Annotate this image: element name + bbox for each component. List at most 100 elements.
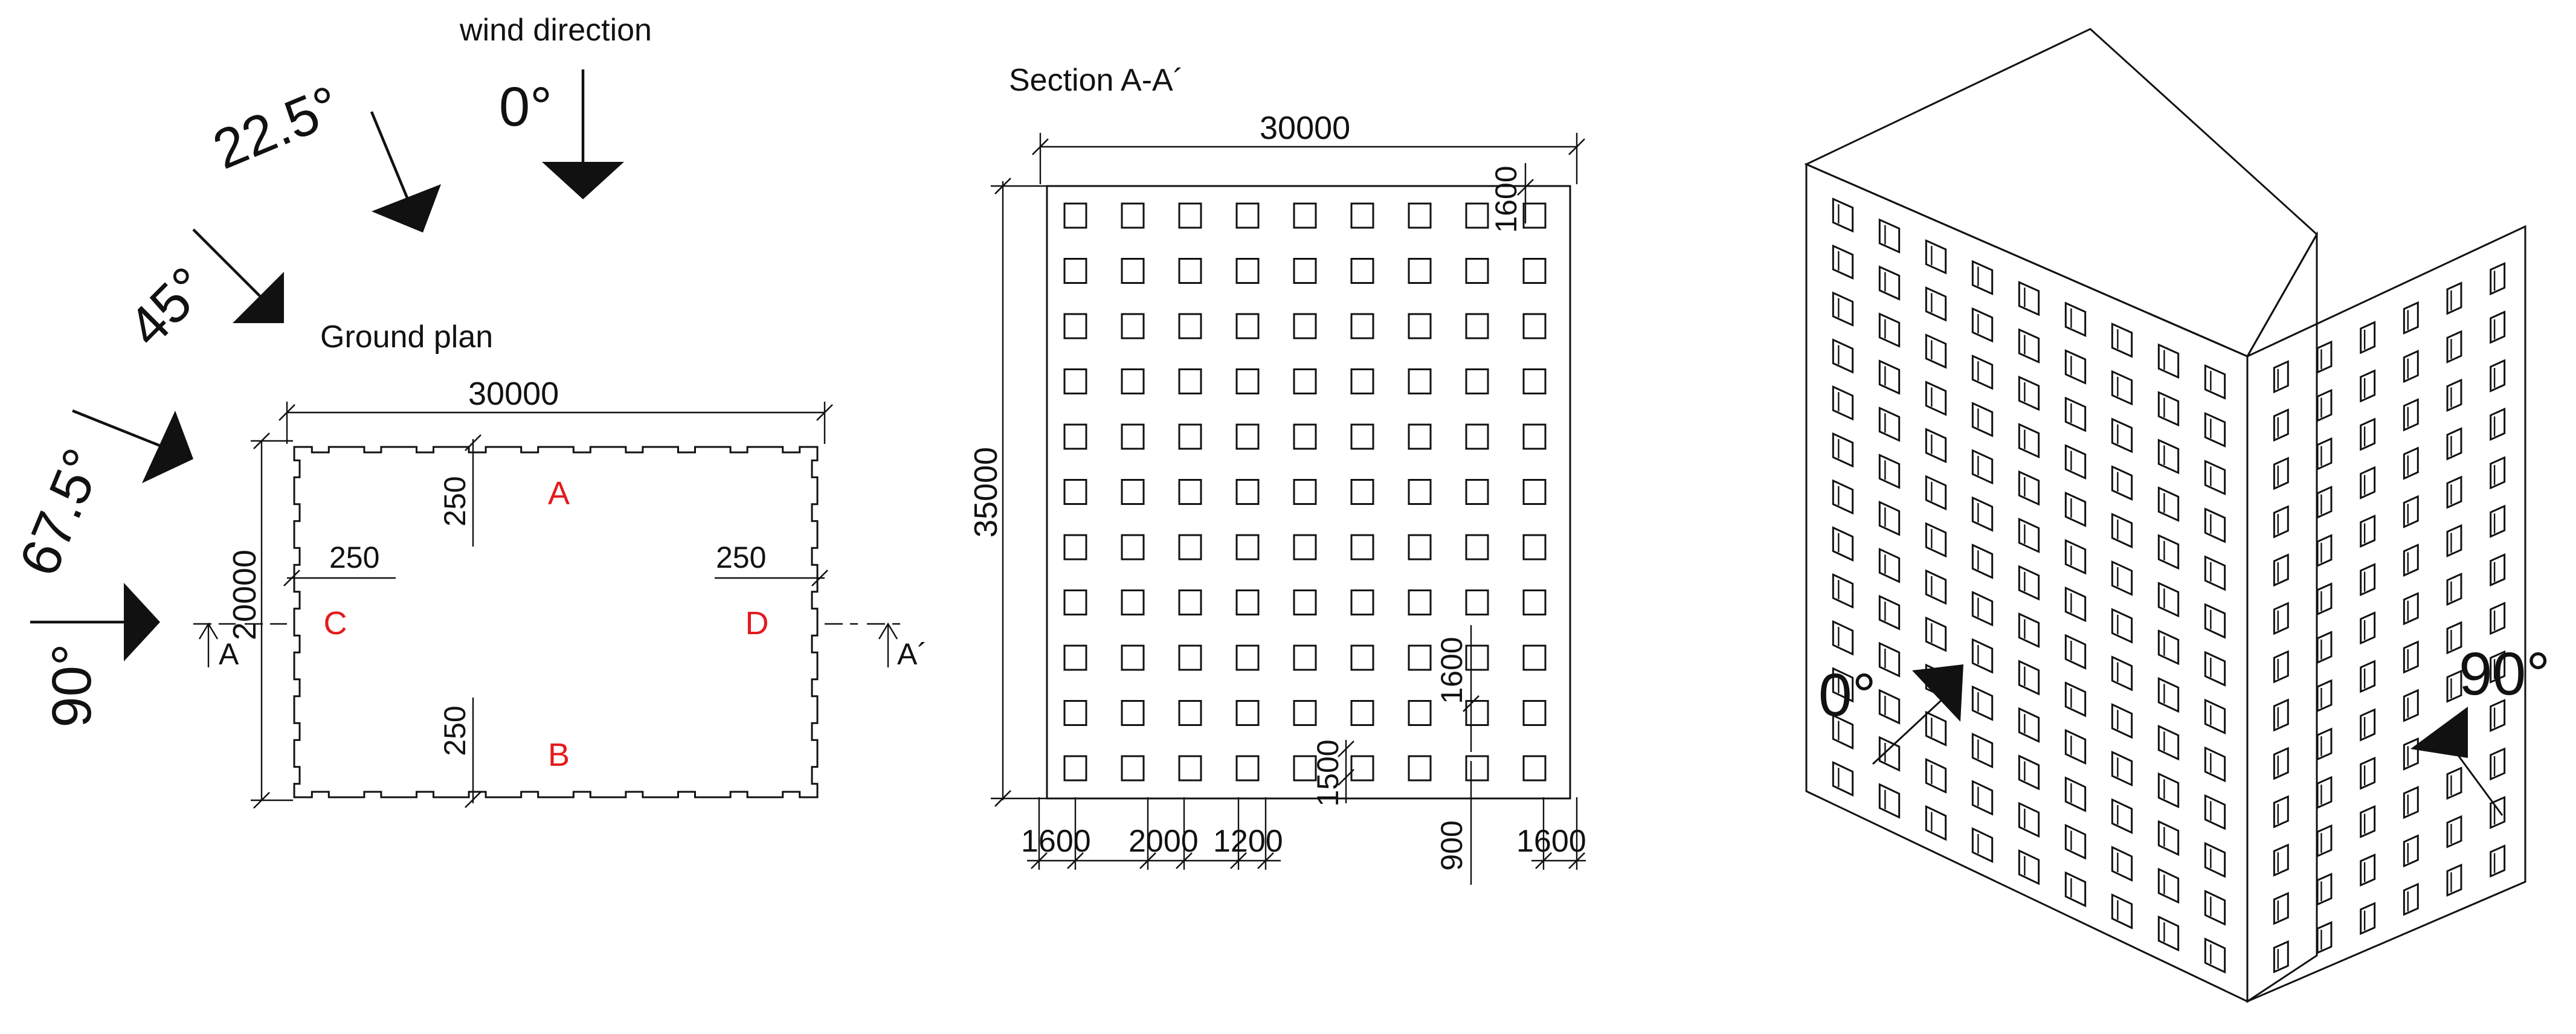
iso-left-window — [1925, 239, 1947, 275]
section-window — [1235, 644, 1260, 671]
iso-left-window — [2157, 677, 2180, 713]
iso-right-window — [2446, 815, 2462, 849]
ground-plan: Ground plan 30000 20000 250 250 — [193, 320, 927, 809]
iso-right-window — [2360, 321, 2376, 355]
section-window — [1350, 313, 1374, 339]
iso-left-window — [2204, 460, 2226, 496]
iso-right-window — [2360, 804, 2376, 838]
wind-angle-22-5: 22.5° — [205, 74, 349, 181]
iso-right-window — [2316, 388, 2333, 422]
iso-left-window — [2111, 560, 2133, 596]
iso-left-window — [2018, 849, 2040, 885]
section-window — [1293, 202, 1317, 229]
iso-left-window — [1925, 757, 1947, 794]
iso-angle-0: 0° — [1818, 661, 1876, 729]
section-window — [1465, 423, 1489, 450]
iso-left-window — [2064, 444, 2087, 480]
iso-left-window — [2204, 937, 2226, 974]
section-window — [1235, 589, 1260, 615]
iso-right-window — [2403, 834, 2419, 868]
iso-right-window — [2316, 631, 2333, 664]
section-window — [1350, 368, 1374, 394]
iso-left-window — [1925, 569, 1947, 605]
iso-right-window — [2490, 407, 2506, 442]
iso-right-window — [2273, 602, 2289, 635]
iso-angle-90: 90° — [2459, 640, 2550, 708]
section-window — [1350, 534, 1374, 560]
iso-left-window — [2018, 518, 2040, 553]
section-window — [1408, 644, 1432, 671]
iso-right-window — [2273, 698, 2289, 732]
section-label-right: A´ — [897, 637, 927, 671]
section-window — [1121, 534, 1145, 560]
section-window — [1408, 313, 1432, 339]
iso-right-window — [2360, 708, 2376, 742]
iso-right-facade — [2246, 225, 2526, 1003]
iso-left-window — [1878, 312, 1901, 348]
iso-left-window — [2064, 824, 2087, 860]
section-window — [1063, 258, 1087, 284]
section-title: Section A-A´ — [1009, 63, 1183, 98]
iso-left-window — [1925, 286, 1947, 322]
iso-left-window — [1832, 244, 1854, 280]
section-window — [1178, 423, 1202, 450]
iso-left-window — [2018, 375, 2040, 411]
section-window — [1465, 534, 1489, 560]
iso-wind-90-arrowhead — [2410, 707, 2468, 758]
section-window — [1465, 202, 1489, 229]
iso-left-window — [1925, 428, 1947, 463]
section-window — [1121, 589, 1145, 615]
plan-width-dimension: 30000 — [279, 376, 833, 444]
section-window — [1121, 700, 1145, 726]
iso-left-window — [2204, 507, 2226, 544]
iso-right-window — [2316, 776, 2333, 809]
section-window — [1063, 755, 1087, 782]
iso-right-window — [2490, 553, 2506, 587]
iso-left-window — [2111, 846, 2133, 882]
section-window — [1465, 313, 1489, 339]
section-window — [1350, 202, 1374, 229]
iso-right-window — [2446, 863, 2462, 897]
section-window — [1293, 700, 1317, 726]
iso-left-window — [1878, 406, 1901, 442]
section-window-grid — [1063, 202, 1547, 782]
iso-left-window — [2204, 603, 2226, 639]
iso-left-window — [1832, 526, 1854, 562]
section-window — [1063, 644, 1087, 671]
iso-left-window — [2064, 349, 2087, 385]
iso-left-window — [2018, 612, 2040, 648]
iso-left-window — [1971, 260, 1994, 295]
section-window — [1522, 258, 1547, 284]
iso-left-window — [2111, 323, 2133, 358]
section-height-label: 35000 — [968, 447, 1004, 538]
iso-right-window — [2490, 602, 2506, 635]
section-window — [1235, 313, 1260, 339]
iso-right-window — [2360, 369, 2376, 403]
iso-right-window — [2273, 795, 2289, 829]
iso-left-window — [1925, 710, 1947, 747]
wind-angle-45: 45° — [117, 255, 220, 359]
wind-angle-90: 90° — [41, 643, 103, 727]
iso-left-window — [2157, 820, 2180, 856]
section-window — [1465, 700, 1489, 726]
iso-right-window — [2273, 408, 2289, 442]
iso-left-window-grid — [1832, 197, 2226, 974]
iso-left-window — [1832, 620, 1854, 656]
iso-right-window — [2316, 679, 2333, 713]
iso-left-window — [2111, 893, 2133, 930]
iso-left-window — [2064, 586, 2087, 623]
iso-left-window — [2018, 565, 2040, 601]
section-cut-marker-right: A´ — [825, 622, 927, 671]
section-window — [1350, 479, 1374, 505]
svg-text:1600: 1600 — [1435, 637, 1469, 704]
iso-left-window — [1832, 197, 1854, 233]
svg-text:250: 250 — [438, 705, 472, 756]
iso-left-window — [2157, 724, 2180, 761]
iso-left-window — [1878, 689, 1901, 725]
section-window — [1408, 202, 1432, 229]
iso-right-window — [2446, 573, 2462, 606]
section-window — [1522, 202, 1547, 229]
iso-left-window — [1925, 522, 1947, 558]
section-window — [1178, 202, 1202, 229]
iso-left-window — [2204, 555, 2226, 591]
